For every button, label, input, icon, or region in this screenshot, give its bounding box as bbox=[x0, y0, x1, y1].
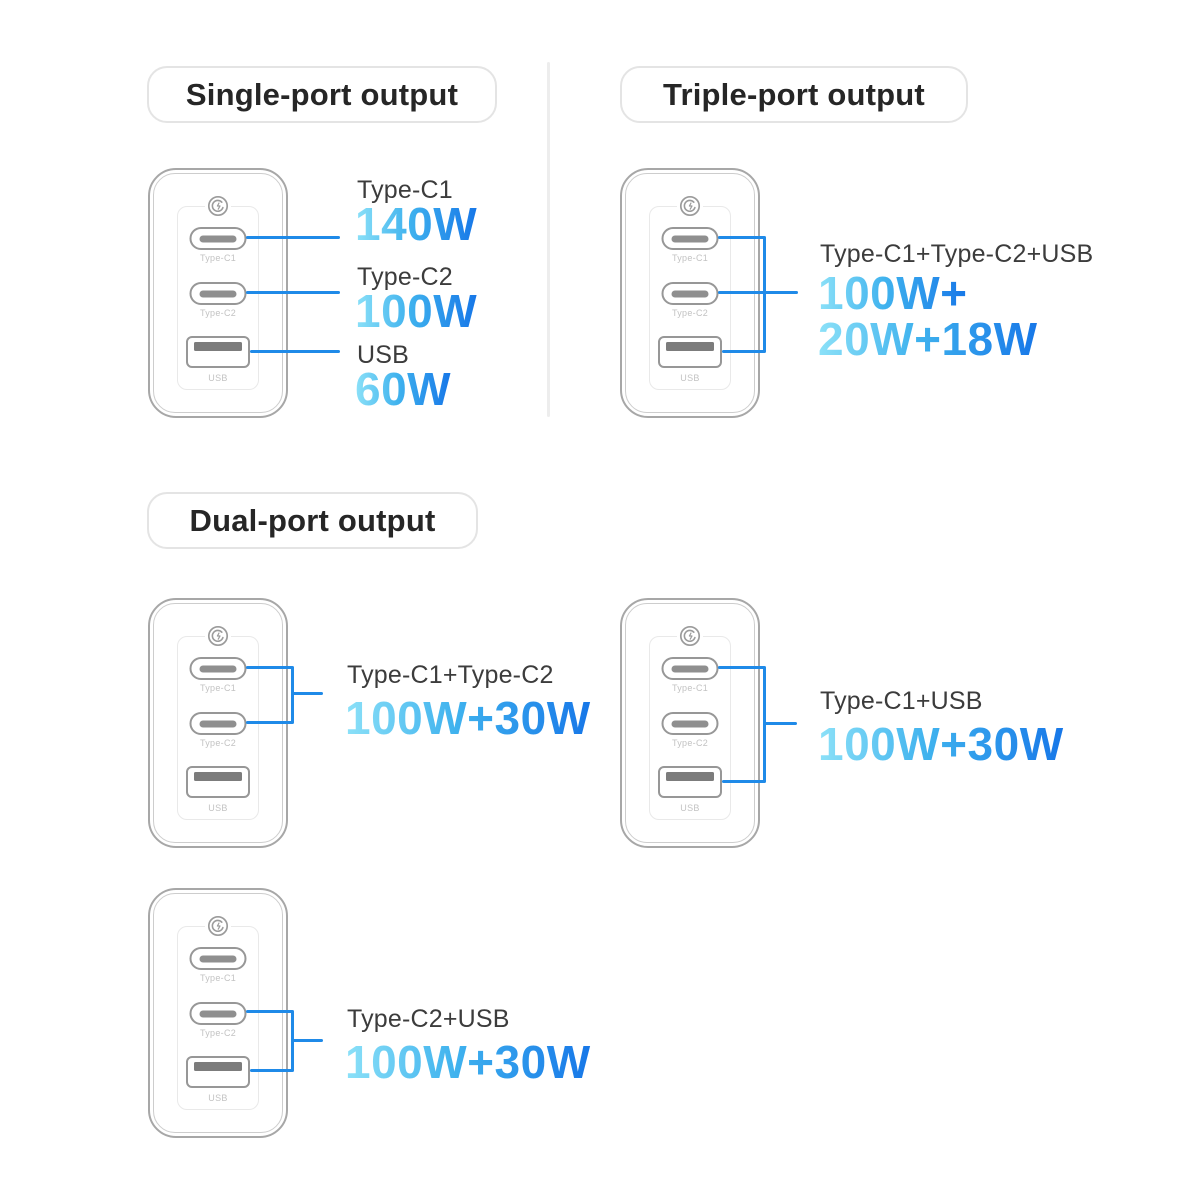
fast-charge-logo-icon bbox=[677, 193, 703, 219]
annotation-label: Type-C1+Type-C2+USB bbox=[820, 240, 1094, 268]
annotation-watts: 100W+30W bbox=[345, 692, 591, 744]
connector-line-c1 bbox=[246, 666, 293, 669]
annotation-watts: 100W bbox=[355, 285, 478, 337]
type-c-pin bbox=[199, 665, 237, 672]
annotation-label: Type-C1+USB bbox=[820, 687, 983, 715]
connector-line-usb bbox=[722, 780, 765, 783]
type-c1-port-label: Type-C1 bbox=[199, 253, 237, 263]
connector-stub bbox=[291, 692, 323, 695]
usb-a-pin bbox=[194, 342, 242, 351]
type-c2-port-label: Type-C2 bbox=[199, 308, 237, 318]
annotation-watts: 100W+ bbox=[818, 267, 968, 319]
annotation-watts: 100W+30W bbox=[818, 718, 1064, 770]
connector-line-c2 bbox=[246, 1010, 293, 1013]
type-c2-port bbox=[189, 282, 247, 305]
annotation-label: USB bbox=[357, 341, 410, 369]
section-title-dual-port: Dual-port output bbox=[147, 492, 478, 549]
connector-line-usb bbox=[250, 350, 340, 353]
usb-a-pin bbox=[194, 1062, 242, 1071]
usb-a-port bbox=[186, 766, 250, 798]
type-c2-port-label: Type-C2 bbox=[199, 738, 237, 748]
connector-line-usb bbox=[250, 1069, 293, 1072]
fast-charge-logo-icon bbox=[677, 623, 703, 649]
type-c2-port bbox=[189, 1002, 247, 1025]
type-c-pin bbox=[671, 235, 709, 242]
type-c1-port-label: Type-C1 bbox=[671, 253, 709, 263]
annotation-label: Type-C2+USB bbox=[347, 1005, 510, 1033]
usb-port-label: USB bbox=[208, 803, 228, 813]
type-c1-port-label: Type-C1 bbox=[199, 973, 237, 983]
connector-line-usb bbox=[722, 350, 765, 353]
connector-line-c1 bbox=[718, 236, 765, 239]
charger-dual-c1-c2: Type-C1 Type-C2 USB bbox=[148, 598, 288, 848]
connector-line-c2 bbox=[246, 721, 293, 724]
connector-bracket bbox=[763, 236, 766, 353]
type-c1-port bbox=[189, 947, 247, 970]
annotation-label: Type-C1 bbox=[357, 176, 453, 204]
annotation-label: Type-C1+Type-C2 bbox=[347, 661, 554, 689]
type-c1-port bbox=[189, 227, 247, 250]
usb-port-label: USB bbox=[208, 373, 228, 383]
annotation-watts: 20W+18W bbox=[818, 313, 1038, 365]
connector-line-c1 bbox=[718, 666, 765, 669]
type-c1-port bbox=[189, 657, 247, 680]
usb-a-port bbox=[186, 1056, 250, 1088]
annotation-watts: 100W+30W bbox=[345, 1036, 591, 1088]
type-c-pin bbox=[199, 1010, 237, 1017]
fast-charge-logo-icon bbox=[205, 623, 231, 649]
annotation-label: Type-C2 bbox=[357, 263, 453, 291]
connector-line-c2 bbox=[246, 291, 340, 294]
type-c-pin bbox=[199, 955, 237, 962]
annotation-watts: 60W bbox=[355, 363, 452, 415]
connector-line-c2 bbox=[718, 291, 798, 294]
type-c-pin bbox=[199, 720, 237, 727]
charger-dual-c2-usb: Type-C1 Type-C2 USB bbox=[148, 888, 288, 1138]
type-c2-port bbox=[661, 712, 719, 735]
annotation-watts: 140W bbox=[355, 198, 478, 250]
charger-dual-c1-usb: Type-C1 Type-C2 USB bbox=[620, 598, 760, 848]
connector-stub bbox=[291, 1039, 323, 1042]
section-title-text: Dual-port output bbox=[189, 502, 436, 538]
type-c-pin bbox=[671, 290, 709, 297]
section-title-text: Single-port output bbox=[185, 76, 459, 112]
usb-a-pin bbox=[666, 772, 714, 781]
usb-a-pin bbox=[666, 342, 714, 351]
section-title-triple-port: Triple-port output bbox=[620, 66, 968, 123]
type-c2-port-label: Type-C2 bbox=[671, 308, 709, 318]
usb-port-label: USB bbox=[208, 1093, 228, 1103]
type-c2-port bbox=[661, 282, 719, 305]
connector-bracket bbox=[291, 666, 294, 724]
type-c-pin bbox=[671, 720, 709, 727]
type-c1-port bbox=[661, 657, 719, 680]
section-title-single-port: Single-port output bbox=[147, 66, 497, 123]
fast-charge-logo-icon bbox=[205, 193, 231, 219]
type-c1-port-label: Type-C1 bbox=[671, 683, 709, 693]
connector-line-c1 bbox=[246, 236, 340, 239]
type-c2-port-label: Type-C2 bbox=[199, 1028, 237, 1038]
section-title-text: Triple-port output bbox=[663, 76, 925, 112]
usb-a-port bbox=[658, 336, 722, 368]
type-c2-port bbox=[189, 712, 247, 735]
type-c-pin bbox=[199, 290, 237, 297]
usb-a-port bbox=[658, 766, 722, 798]
usb-a-pin bbox=[194, 772, 242, 781]
type-c-pin bbox=[199, 235, 237, 242]
usb-port-label: USB bbox=[680, 373, 700, 383]
type-c2-port-label: Type-C2 bbox=[671, 738, 709, 748]
connector-stub bbox=[763, 722, 797, 725]
usb-port-label: USB bbox=[680, 803, 700, 813]
usb-a-port bbox=[186, 336, 250, 368]
type-c1-port-label: Type-C1 bbox=[199, 683, 237, 693]
type-c-pin bbox=[671, 665, 709, 672]
section-divider bbox=[547, 62, 550, 417]
type-c1-port bbox=[661, 227, 719, 250]
fast-charge-logo-icon bbox=[205, 913, 231, 939]
